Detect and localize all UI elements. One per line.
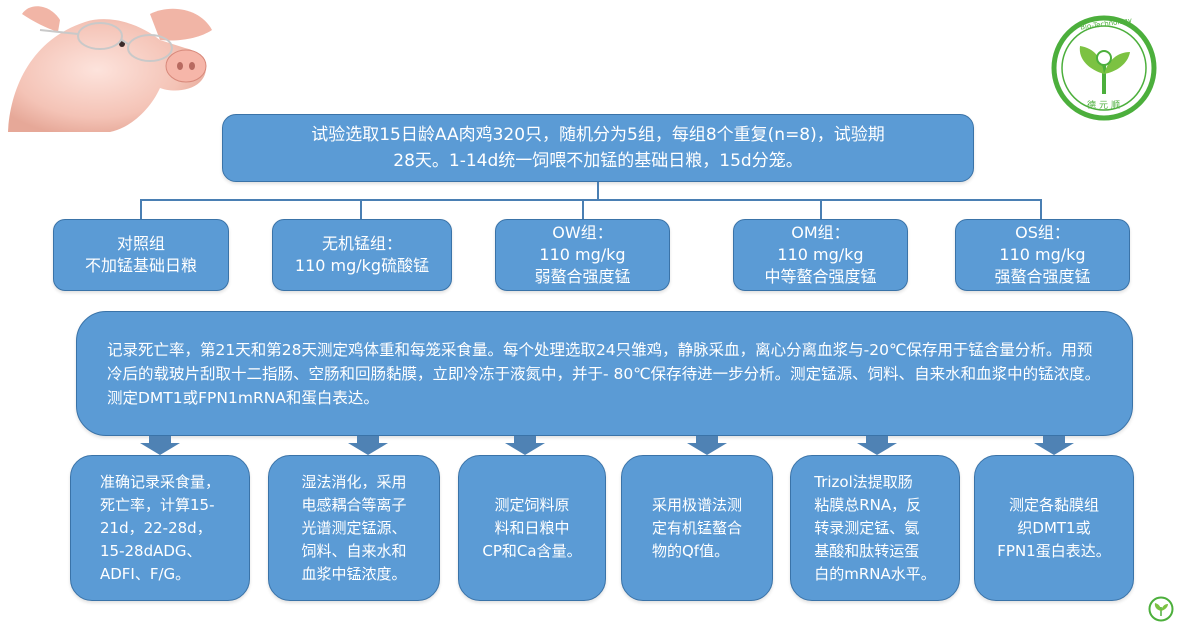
experiment-overview-text: 试验选取15日龄AA肉鸡320只，随机分为5组，每组8个重复(n=8)，试验期 …	[311, 125, 885, 171]
connector-drop-5	[1040, 199, 1042, 219]
group-box-inorganic: 无机锰组： 110 mg/kg硫酸锰	[272, 219, 452, 291]
arrow-2-stem	[357, 436, 379, 443]
arrow-6-stem	[1043, 436, 1065, 443]
arrow-1-head	[140, 443, 180, 455]
connector-horizontal	[140, 199, 1042, 201]
group-box-ow: OW组： 110 mg/kg 弱螯合强度锰	[495, 219, 670, 291]
group-box-om: OM组： 110 mg/kg 中等螯合强度锰	[733, 219, 908, 291]
logo-bottom-text: 德元顺	[1087, 101, 1124, 111]
group-label: 无机锰组： 110 mg/kg硫酸锰	[294, 234, 430, 275]
method-box-protein: 测定各黏膜组 织DMT1或 FPN1蛋白表达。	[974, 455, 1134, 601]
method-text: 测定各黏膜组 织DMT1或 FPN1蛋白表达。	[997, 495, 1111, 560]
arrow-3-head	[505, 443, 545, 455]
method-box-qf: 采用极谱法测 定有机锰螯合 物的Qf值。	[621, 455, 773, 601]
arrow-5-stem	[866, 436, 888, 443]
measurement-text: 记录死亡率，第21天和第28天测定鸡体重和每笼采食量。每个处理选取24只雏鸡，静…	[107, 340, 1101, 407]
measurement-box: 记录死亡率，第21天和第28天测定鸡体重和每笼采食量。每个处理选取24只雏鸡，静…	[76, 311, 1133, 436]
method-box-mrna: Trizol法提取肠 粘膜总RNA，反 转录测定锰、氨 基酸和肽转运蛋 白的mR…	[790, 455, 960, 601]
method-box-icp: 湿法消化，采用 电感耦合等离子 光谱测定锰源、 饲料、自来水和 血浆中锰浓度。	[268, 455, 440, 601]
experiment-overview-box: 试验选取15日龄AA肉鸡320只，随机分为5组，每组8个重复(n=8)，试验期 …	[222, 114, 974, 182]
method-text: Trizol法提取肠 粘膜总RNA，反 转录测定锰、氨 基酸和肽转运蛋 白的mR…	[814, 472, 936, 583]
group-label: 对照组 不加锰基础日粮	[84, 234, 197, 275]
arrow-3-stem	[514, 436, 536, 443]
arrow-4-stem	[696, 436, 718, 443]
connector-drop-1	[140, 199, 142, 219]
connector-drop-2	[360, 199, 362, 219]
group-label: OS组： 110 mg/kg 强螯合强度锰	[994, 223, 1091, 286]
connector-drop-3	[582, 199, 584, 219]
corner-logo-icon	[1148, 596, 1174, 622]
group-label: OW组： 110 mg/kg 弱螯合强度锰	[534, 223, 631, 286]
method-text: 测定饲料原 料和日粮中 CP和Ca含量。	[482, 495, 582, 560]
arrow-5-head	[857, 443, 897, 455]
arrow-6-head	[1034, 443, 1074, 455]
method-box-cp-ca: 测定饲料原 料和日粮中 CP和Ca含量。	[458, 455, 606, 601]
group-label: OM组： 110 mg/kg 中等螯合强度锰	[764, 223, 877, 286]
method-text: 采用极谱法测 定有机锰螯合 物的Qf值。	[651, 495, 742, 560]
group-box-os: OS组： 110 mg/kg 强螯合强度锰	[955, 219, 1130, 291]
arrow-1-stem	[149, 436, 171, 443]
pig-image	[8, 6, 212, 132]
method-text: 湿法消化，采用 电感耦合等离子 光谱测定锰源、 饲料、自来水和 血浆中锰浓度。	[301, 472, 407, 583]
arrow-2-head	[348, 443, 388, 455]
arrow-4-head	[687, 443, 727, 455]
company-logo: Bio-Technology 德元顺	[1050, 14, 1158, 122]
connector-vertical-top	[597, 182, 599, 200]
group-box-control: 对照组 不加锰基础日粮	[53, 219, 229, 291]
connector-drop-4	[820, 199, 822, 219]
method-text: 准确记录采食量， 死亡率，计算15- 21d，22-28d， 15-28dADG…	[99, 472, 220, 583]
method-box-performance: 准确记录采食量， 死亡率，计算15- 21d，22-28d， 15-28dADG…	[70, 455, 250, 601]
